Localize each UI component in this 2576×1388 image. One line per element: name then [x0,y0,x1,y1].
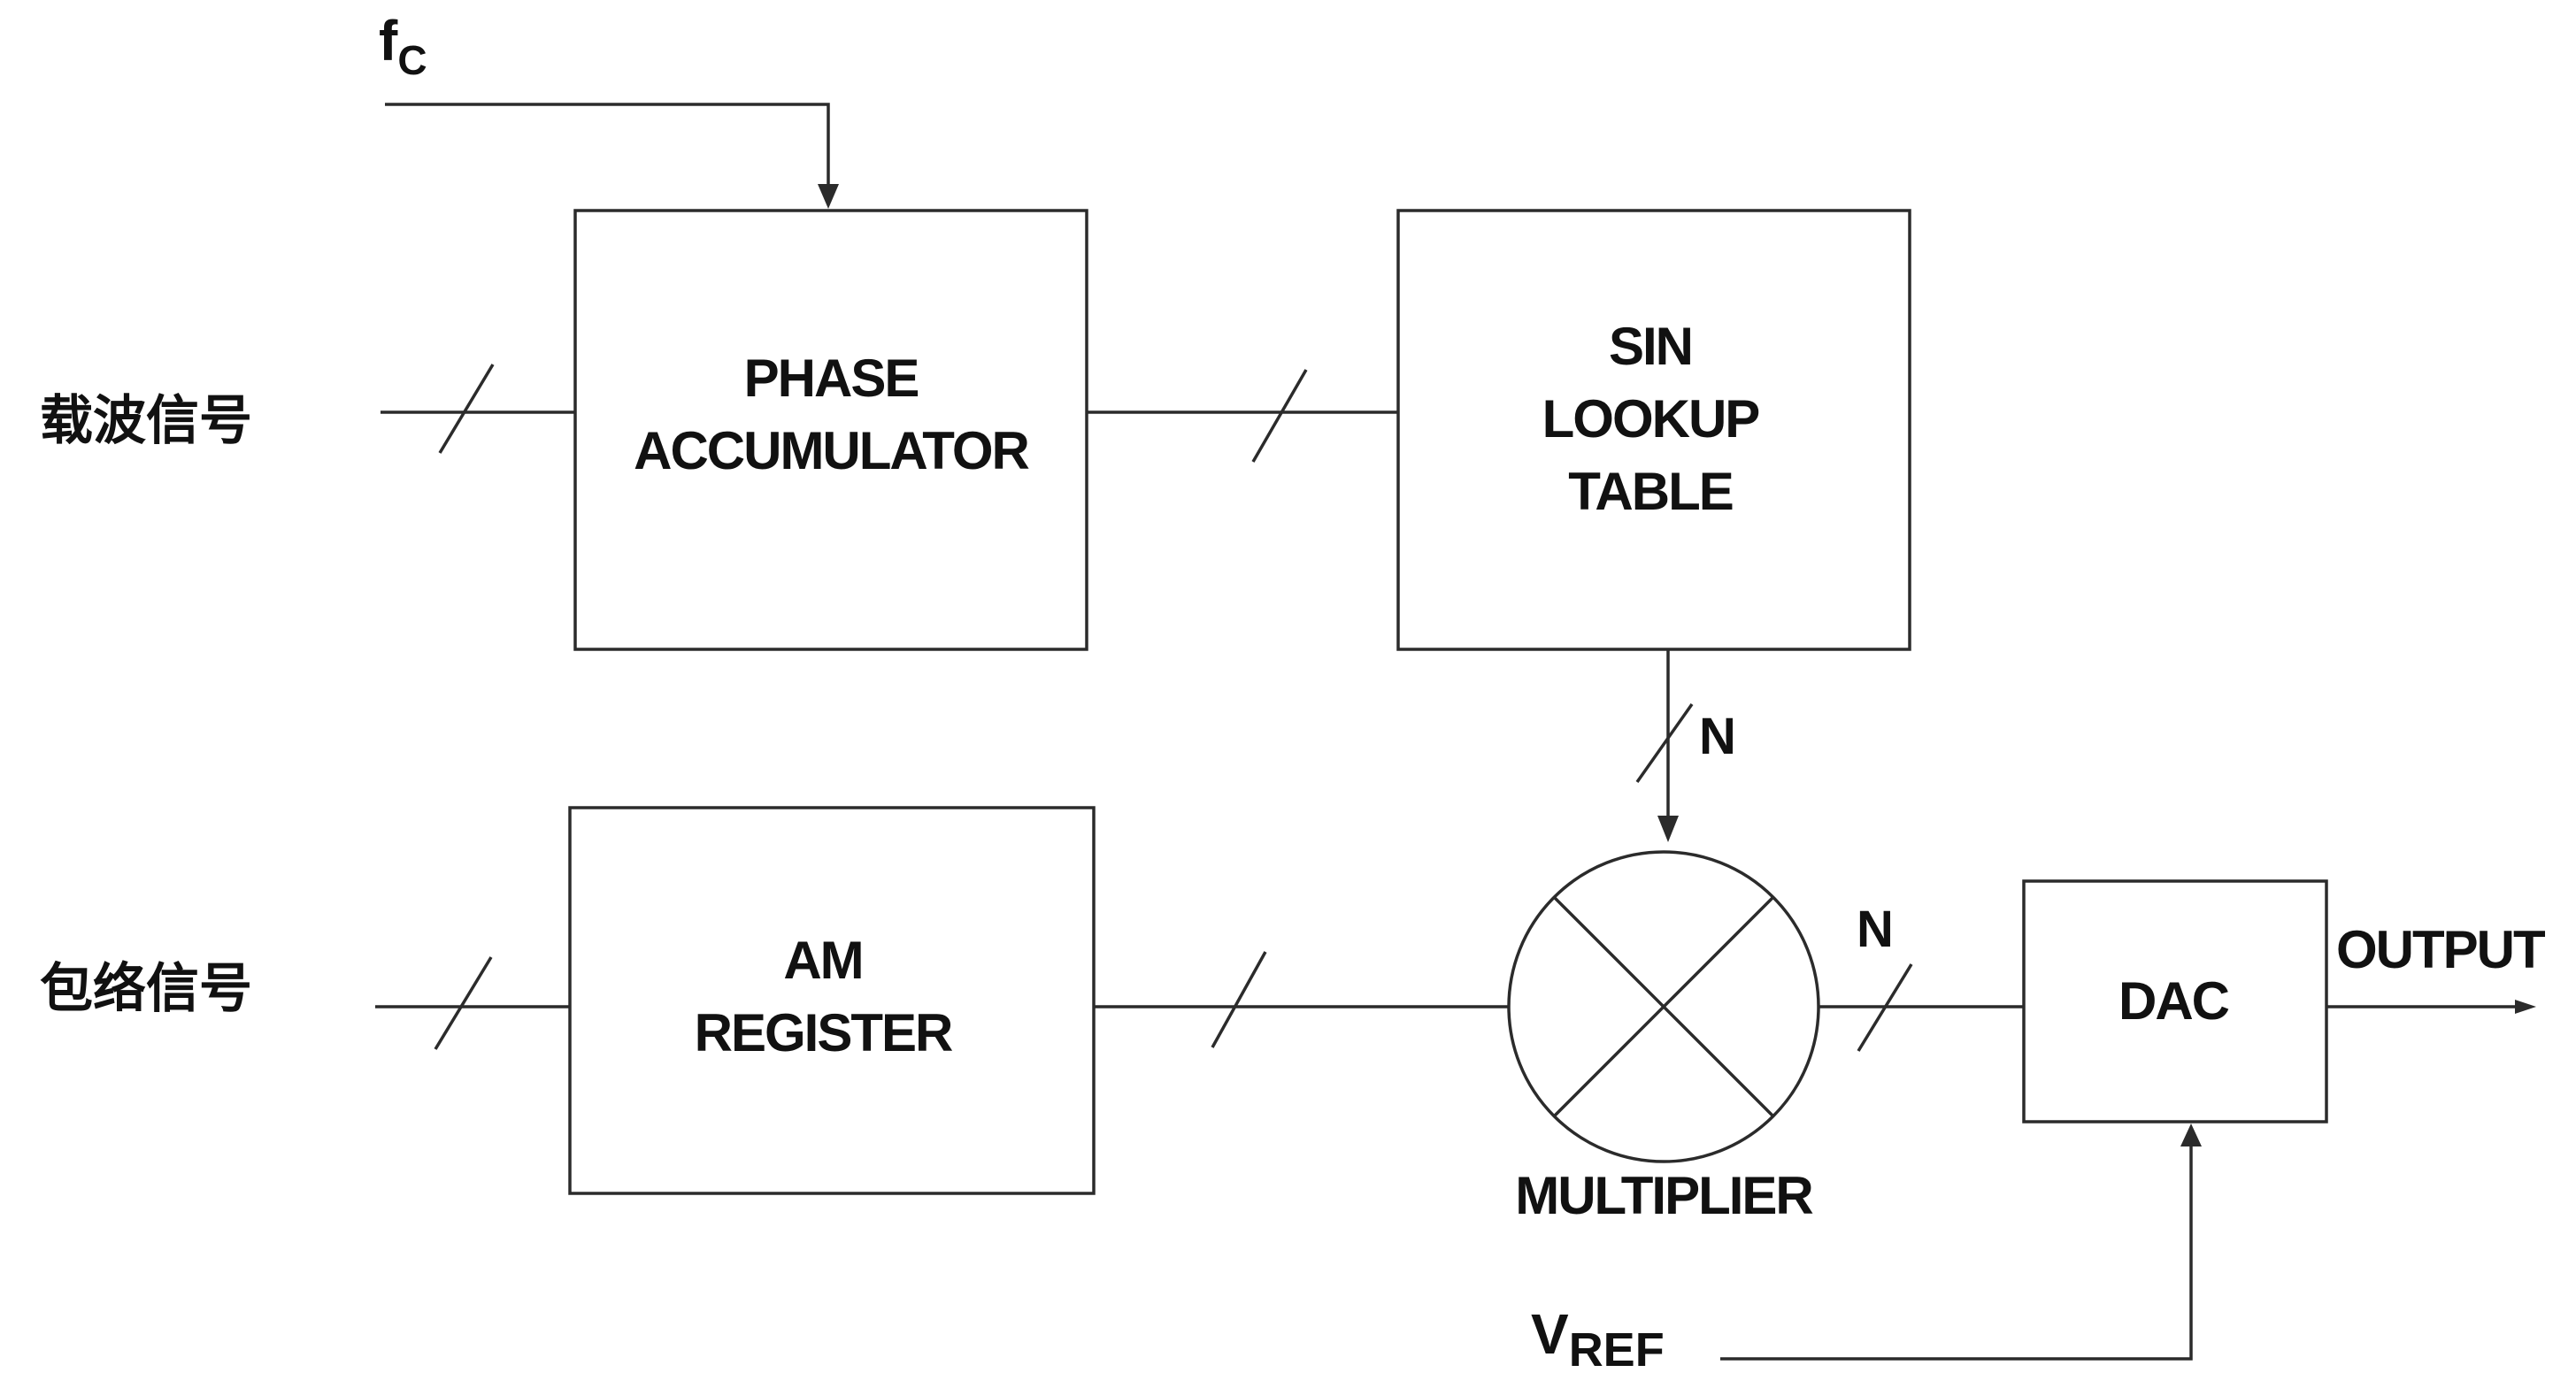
sin-to-multiplier-bus-slash [1635,702,1694,784]
dac-label: DAC [2118,971,2229,1031]
phase-accumulator-label-2: ACCUMULATOR [634,421,1029,480]
phase-accumulator-block [573,209,1088,651]
vref-wire [1720,1139,2193,1361]
fc-label: fC [379,9,427,83]
sin-lookup-table-block [1396,209,1911,651]
sin-bus-width-label: N [1699,708,1736,765]
vref-label: VREF [1531,1302,1665,1376]
am-register-block [568,806,1096,1195]
sin-lookup-label-1: SIN [1609,317,1692,376]
output-label: OUTPUT [2336,920,2545,979]
dac-block [2022,879,2328,1123]
dac-bus-width-label: N [1857,901,1894,958]
phase-accumulator-label-1: PHASE [744,349,919,408]
phase-to-sin-bus-slash [1251,369,1308,463]
envelope-bus-slash [434,956,493,1050]
fc-wire [385,103,830,193]
fc-arrowhead [818,184,839,209]
carrier-bus-slash [438,364,495,454]
vref-arrowhead [2180,1123,2202,1146]
sin-lookup-label-3: TABLE [1568,462,1733,521]
multiplier-label: MULTIPLIER [1515,1166,1813,1225]
am-register-label-2: REGISTER [695,1003,953,1062]
multiplier-to-dac-bus-slash [1857,963,1913,1052]
am-to-multiplier-bus-slash [1211,951,1267,1048]
output-arrowhead [2515,1000,2536,1014]
sin-lookup-label-2: LOOKUP [1542,389,1759,449]
envelope-signal-label: 包络信号 [40,958,252,1020]
multiplier-cross-2 [1552,895,1775,1118]
carrier-signal-label: 载波信号 [40,390,252,452]
sin-to-multiplier-arrowhead [1657,816,1679,842]
am-register-label-1: AM [783,931,862,990]
